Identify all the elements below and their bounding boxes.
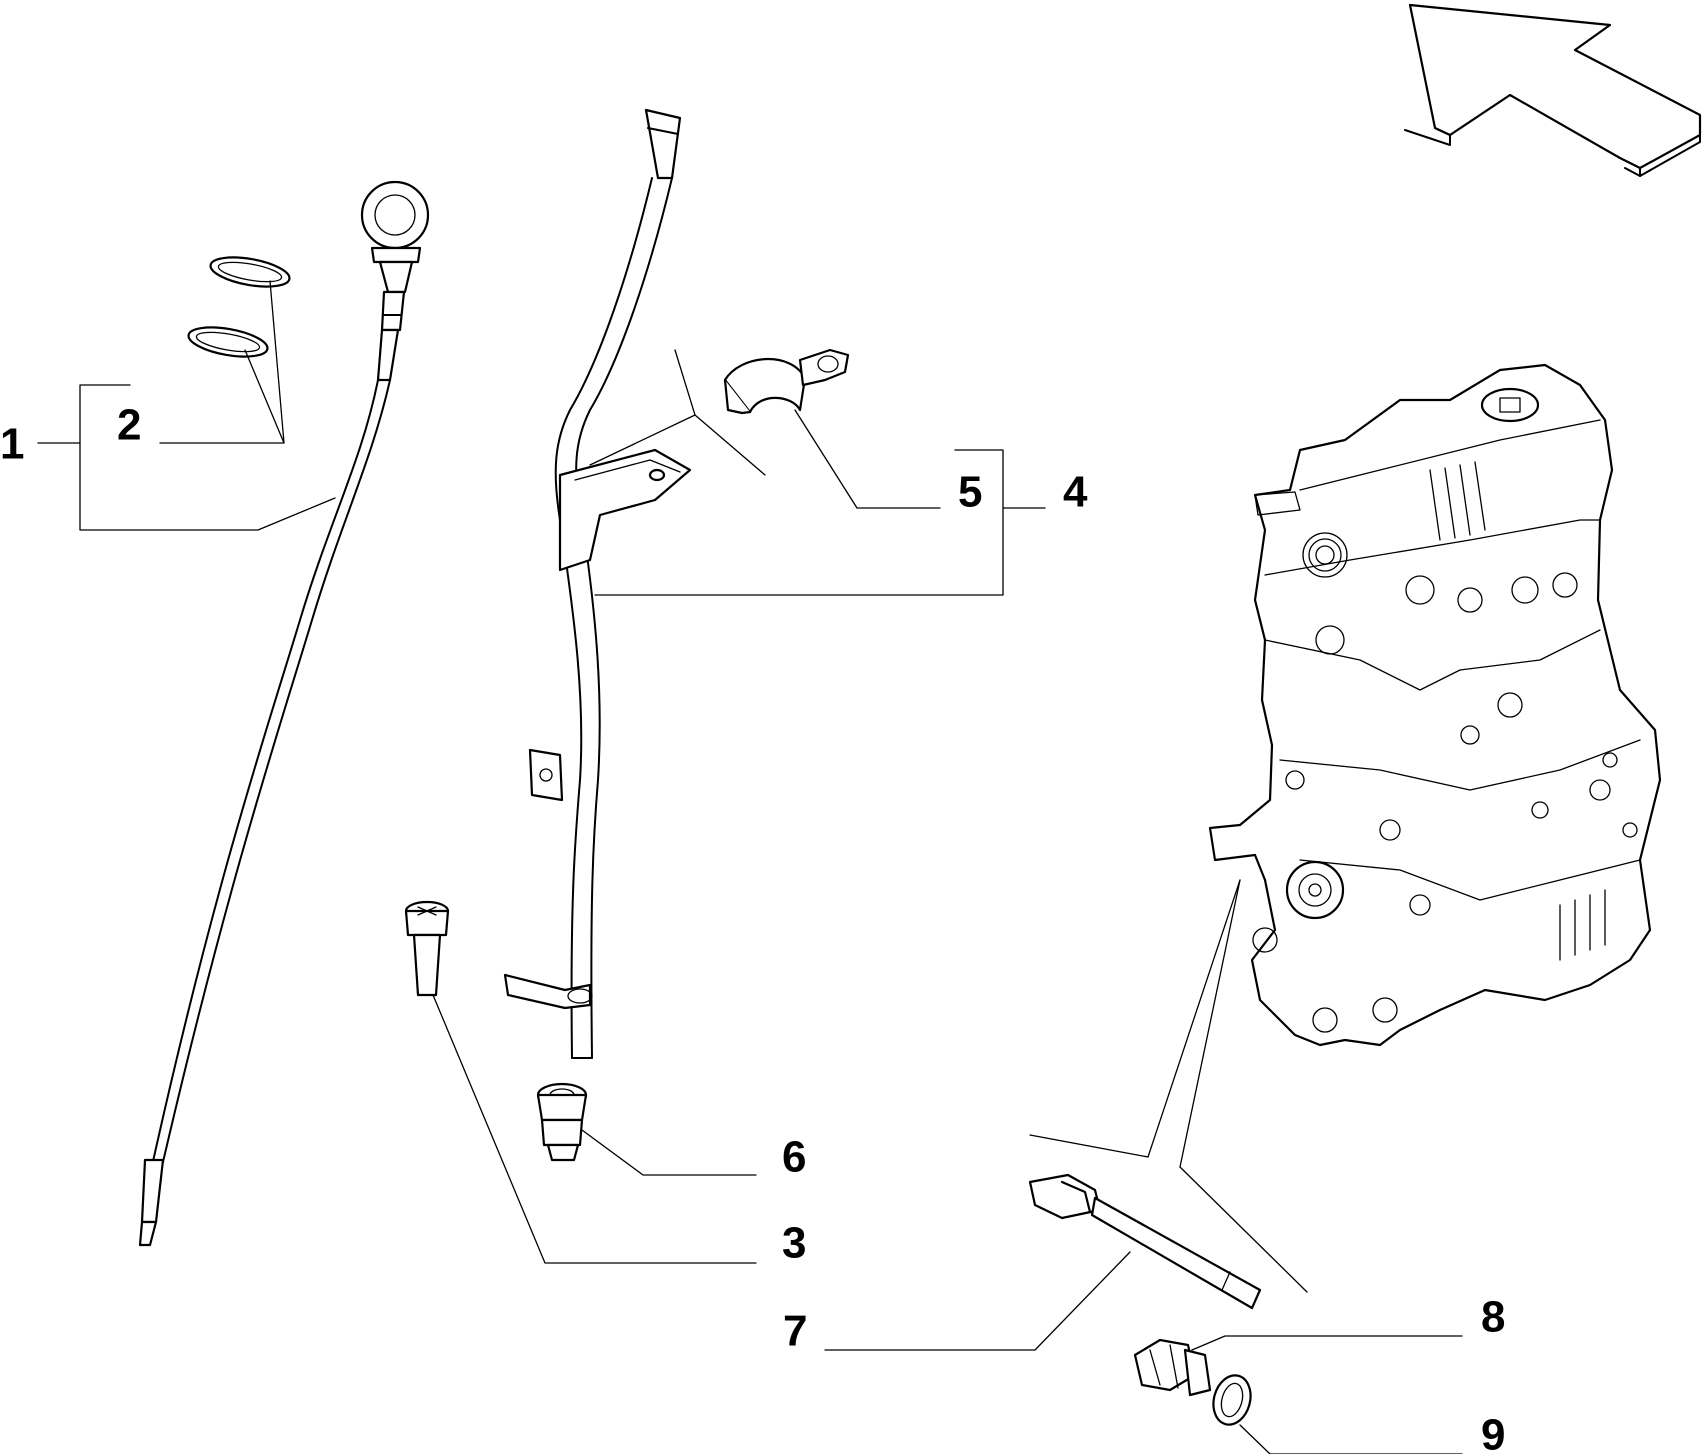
callout-labels: 1 2 5 4 6 3 7 8 9	[0, 401, 1505, 1454]
callout-6: 6	[782, 1133, 806, 1182]
callout-8: 8	[1481, 1293, 1505, 1342]
part-5-clip	[723, 348, 850, 415]
part-1-dipstick	[138, 180, 430, 1247]
engine-block	[1208, 363, 1662, 1047]
part-4-dipstick-guide-tube	[503, 108, 692, 1059]
part-7-oil-level-sensor	[1028, 1173, 1262, 1310]
callout-5: 5	[958, 468, 982, 517]
leader-lines	[37, 280, 1463, 1454]
callout-9: 9	[1481, 1411, 1505, 1454]
callout-2: 2	[117, 401, 141, 450]
part-9-washer	[1212, 1374, 1252, 1426]
callout-3: 3	[782, 1219, 806, 1268]
part-6-grommet	[536, 1082, 588, 1162]
part-2-seal-rings	[187, 256, 291, 358]
part-8-drain-plug	[1133, 1338, 1212, 1397]
part-3-bolt	[404, 900, 450, 997]
callout-7: 7	[783, 1307, 807, 1356]
callout-1: 1	[0, 420, 24, 469]
callout-4: 4	[1063, 468, 1088, 517]
direction-arrow-icon	[1404, 3, 1702, 177]
